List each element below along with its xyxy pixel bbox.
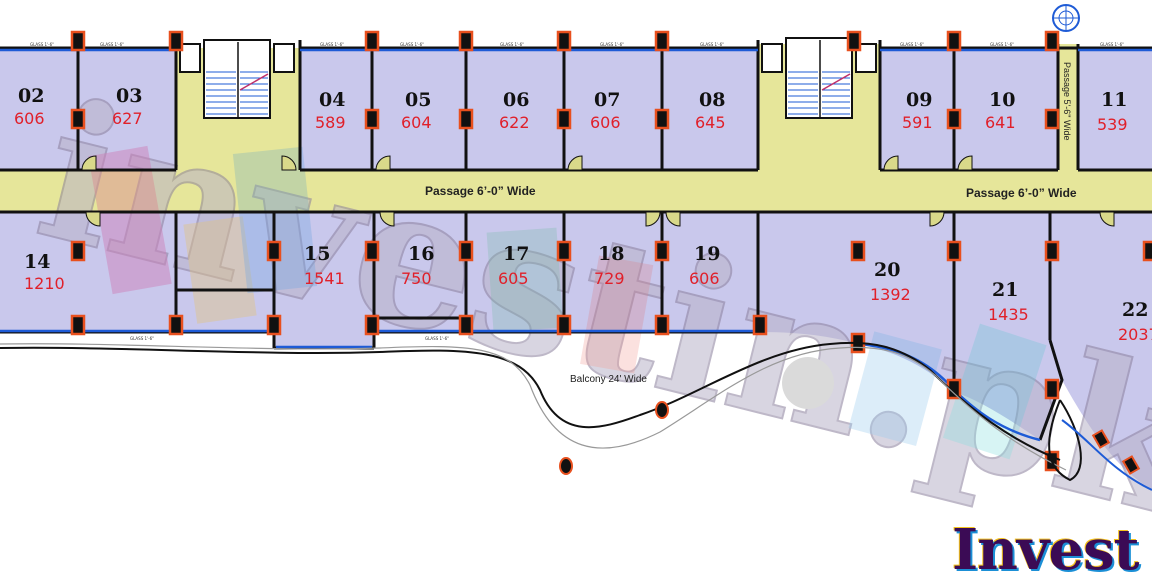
door-swings: [81, 155, 1115, 227]
shop-area: 2037: [1118, 325, 1152, 344]
columns: [70, 30, 1152, 472]
staircase-left: [179, 39, 295, 119]
shop-06: 06 622: [499, 89, 530, 132]
shop-number: 09: [906, 89, 932, 111]
svg-text:GLASS 1'-6": GLASS 1'-6": [30, 42, 54, 47]
shop-number: 14: [24, 251, 50, 273]
svg-text:GLASS 1'-6": GLASS 1'-6": [990, 42, 1014, 47]
shop-number: 22: [1122, 299, 1148, 321]
logo-text: Invest in: [952, 518, 1152, 582]
shop-area: 729: [594, 269, 625, 288]
shop-number: 08: [699, 89, 725, 111]
shop-14: 14 1210: [24, 251, 65, 293]
shop-area: 604: [401, 113, 432, 132]
svg-text:GLASS 1'-6": GLASS 1'-6": [100, 42, 124, 47]
shop-number: 10: [989, 89, 1015, 111]
side-passage-label: Passage 5'-6" Wide: [1062, 62, 1072, 140]
shop-15: 15 1541: [304, 243, 345, 288]
svg-text:GLASS 1'-6": GLASS 1'-6": [130, 336, 154, 341]
top-shops-fill: [0, 48, 1152, 170]
shop-03: 03 627: [112, 85, 143, 128]
window-labels: GLASS 1'-6" GLASS 1'-6" GLASS 1'-6" GLAS…: [30, 42, 1124, 341]
shop-area: 606: [590, 113, 621, 132]
shop-area: 591: [902, 113, 933, 132]
shop-07: 07 606: [590, 89, 621, 132]
shop-09: 09 591: [902, 89, 933, 132]
shop-number: 19: [694, 243, 720, 265]
investin-logo: Invest in: [952, 518, 1152, 582]
shop-22: 22 2037: [1118, 299, 1152, 344]
shop-number: 16: [408, 243, 434, 265]
shop-08: 08 645: [695, 89, 726, 132]
shop-17: 17 605: [498, 243, 529, 288]
shop-area: 627: [112, 109, 143, 128]
shop-area: 605: [498, 269, 529, 288]
shop-number: 11: [1101, 89, 1127, 111]
shop-number: 17: [503, 243, 529, 265]
watermark-dot: [782, 357, 834, 409]
shop-area: 1392: [870, 285, 911, 304]
shop-11: 11 539: [1097, 89, 1128, 134]
shop-number: 05: [405, 89, 431, 111]
svg-text:GLASS 1'-6": GLASS 1'-6": [700, 42, 724, 47]
shop-19: 19 606: [689, 243, 720, 288]
shop-number: 06: [503, 89, 529, 111]
shop-area: 1541: [304, 269, 345, 288]
shop-21: 21 1435: [988, 279, 1029, 324]
shop-number: 20: [874, 259, 900, 281]
staircase-right: [761, 37, 877, 119]
svg-text:GLASS 1'-6": GLASS 1'-6": [600, 42, 624, 47]
shop-number: 03: [116, 85, 142, 107]
shop-area: 606: [689, 269, 720, 288]
shop-area: 750: [401, 269, 432, 288]
balcony: [0, 341, 1152, 491]
shop-area: 641: [985, 113, 1016, 132]
svg-text:GLASS 1'-6": GLASS 1'-6": [425, 336, 449, 341]
shop-18: 18 729: [594, 243, 625, 288]
shop-number: 15: [304, 243, 330, 265]
shop-area: 622: [499, 113, 530, 132]
shop-05: 05 604: [401, 89, 432, 132]
shop-number: 02: [18, 85, 44, 107]
passage-label-right: Passage 6’-0” Wide: [966, 186, 1077, 200]
shop-02: 02 606: [14, 85, 45, 128]
shop-area: 1210: [24, 274, 65, 293]
shop-area: 645: [695, 113, 726, 132]
spiral-stair-icon: [1052, 4, 1080, 32]
balcony-columns: [559, 401, 1141, 475]
svg-text:GLASS 1'-6": GLASS 1'-6": [400, 42, 424, 47]
balcony-label: Balcony 24' Wide: [570, 374, 647, 385]
passage-label-left: Passage 6’-0” Wide: [425, 184, 536, 198]
shop-number: 04: [319, 89, 345, 111]
shop-number: 21: [992, 279, 1018, 301]
shop-area: 589: [315, 113, 346, 132]
svg-text:GLASS 1'-6": GLASS 1'-6": [320, 42, 344, 47]
shop-04: 04 589: [315, 89, 346, 132]
svg-text:GLASS 1'-6": GLASS 1'-6": [1100, 42, 1124, 47]
shop-area: 539: [1097, 115, 1128, 134]
shop-number: 07: [594, 89, 620, 111]
shop-20: 20 1392: [870, 259, 911, 304]
shop-16: 16 750: [401, 243, 434, 288]
shop-10: 10 641: [985, 89, 1016, 132]
shop-area: 1435: [988, 305, 1029, 324]
svg-text:GLASS 1'-6": GLASS 1'-6": [500, 42, 524, 47]
side-passage-area: [1058, 44, 1078, 170]
shop-area: 606: [14, 109, 45, 128]
svg-text:GLASS 1'-6": GLASS 1'-6": [900, 42, 924, 47]
bottom-shops-fill: [0, 212, 1152, 490]
shop-number: 18: [598, 243, 624, 265]
